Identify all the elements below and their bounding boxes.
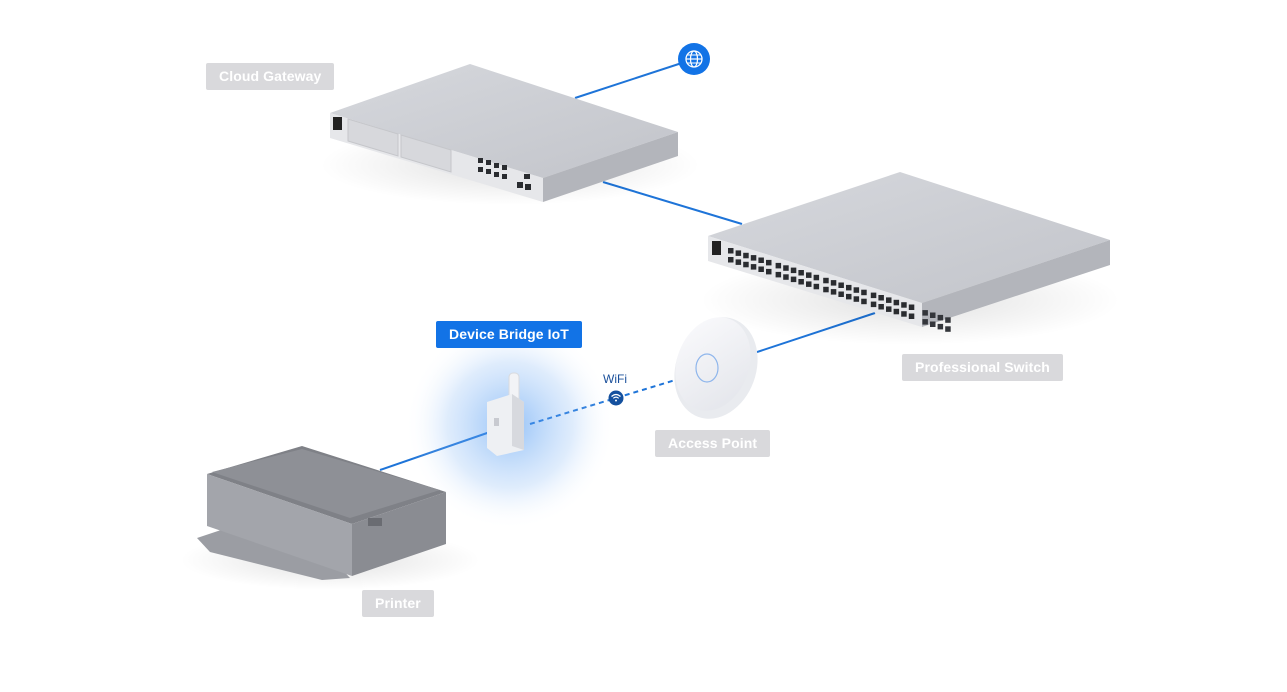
- cloud-gateway-device: [320, 64, 700, 205]
- printer-label: Printer: [362, 590, 434, 617]
- access-point-device: [674, 317, 758, 419]
- device-bridge-label[interactable]: Device Bridge IoT: [436, 321, 582, 348]
- device-bridge-device: [405, 320, 615, 530]
- printer-device: [180, 446, 480, 590]
- professional-switch-label: Professional Switch: [902, 354, 1063, 381]
- globe-icon: [678, 43, 710, 75]
- switch-ports: [728, 248, 951, 332]
- link-gateway-internet: [574, 58, 695, 99]
- wifi-label: WiFi: [603, 372, 627, 386]
- professional-switch-device: [700, 172, 1120, 345]
- cloud-gateway-label: Cloud Gateway: [206, 63, 335, 90]
- wifi-icon: [608, 390, 624, 406]
- access-point-label: Access Point: [655, 430, 771, 457]
